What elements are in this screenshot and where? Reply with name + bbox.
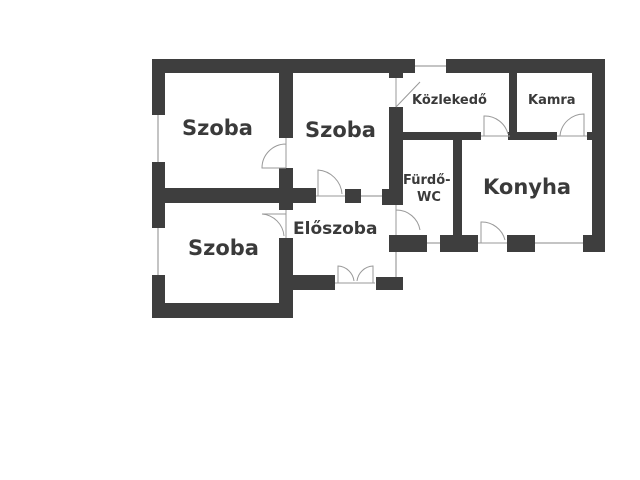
room-label-szoba-3: Szoba xyxy=(188,236,259,260)
room-label-szoba-1: Szoba xyxy=(182,116,253,140)
room-label-konyha: Konyha xyxy=(483,175,572,199)
doors xyxy=(261,78,587,284)
room-label-wc: WC xyxy=(417,190,441,205)
windows xyxy=(157,65,583,277)
room-label-szoba-2: Szoba xyxy=(305,118,376,142)
room-label-furdo: Fürdő- xyxy=(403,173,451,188)
room-label-kamra: Kamra xyxy=(528,93,576,108)
room-label-eloszoba: Előszoba xyxy=(293,219,378,239)
walls xyxy=(152,59,605,318)
room-label-kozlekedo: Közlekedő xyxy=(412,93,487,108)
